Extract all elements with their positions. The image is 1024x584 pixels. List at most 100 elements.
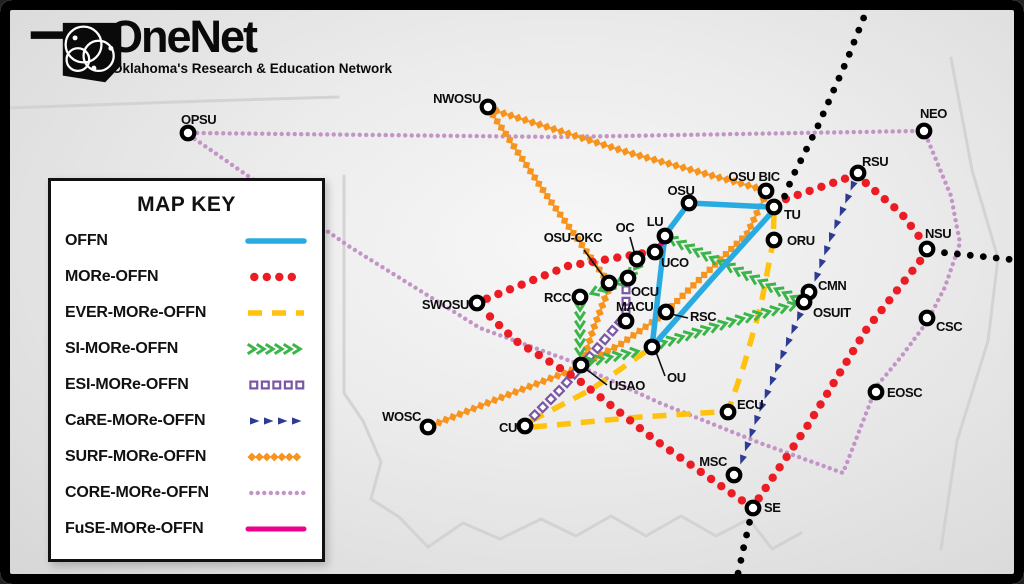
key-row-offn: OFFN xyxy=(51,223,322,259)
site-node-lu xyxy=(656,227,674,245)
site-label-tu: TU xyxy=(784,207,801,222)
site-node-csc xyxy=(918,309,936,327)
key-row-surf: SURF-MORe-OFFN xyxy=(51,439,322,475)
site-label-swosu: SWOSU xyxy=(422,297,469,312)
site-label-osuit: OSUIT xyxy=(813,305,851,320)
site-node-osuokc xyxy=(600,274,618,292)
site-node-swosu xyxy=(468,294,486,312)
site-label-wosc: WOSC xyxy=(382,409,422,424)
site-label-ecu: ECU xyxy=(737,397,763,412)
key-label: FuSE-MORe-OFFN xyxy=(65,520,204,537)
key-label: EVER-MORe-OFFN xyxy=(65,304,207,321)
site-node-opsu xyxy=(179,124,197,142)
key-label: ESI-MORe-OFFN xyxy=(65,376,189,393)
site-label-eosc: EOSC xyxy=(887,385,923,400)
site-label-ocu: OCU xyxy=(631,284,659,299)
onenet-logo: OneNet Oklahoma's Research & Education N… xyxy=(28,11,393,86)
edge-care xyxy=(740,298,810,465)
key-row-si: SI-MORe-OFFN xyxy=(51,331,322,367)
site-label-oru: ORU xyxy=(787,233,815,248)
edge-more xyxy=(485,312,747,505)
edge-si xyxy=(573,301,587,358)
key-sample-core xyxy=(249,490,306,496)
key-sample-surf xyxy=(247,452,302,462)
logo-text: OneNet Oklahoma's Research & Education N… xyxy=(108,11,393,76)
edge-surf xyxy=(489,111,608,280)
logo-title: OneNet xyxy=(108,11,258,62)
key-sample-ever xyxy=(248,310,304,316)
edge-external xyxy=(941,249,1013,263)
edge-offn xyxy=(649,208,776,350)
site-label-csc: CSC xyxy=(936,319,963,334)
state-outline xyxy=(6,56,1000,551)
key-row-esi: ESI-MORe-OFFN xyxy=(51,367,322,403)
key-sample-care xyxy=(250,417,302,425)
edge-si xyxy=(585,346,641,368)
site-label-rcc: RCC xyxy=(544,290,572,305)
site-node-neo xyxy=(915,122,933,140)
edge-external xyxy=(781,14,867,200)
site-node-nsu xyxy=(918,240,936,258)
site-label-nwosu: NWOSU xyxy=(433,91,481,106)
edge-core xyxy=(195,128,915,140)
site-node-rcc xyxy=(571,288,589,306)
map-key-title: MAP KEY xyxy=(137,193,236,216)
site-label-ou: OU xyxy=(667,370,686,385)
key-line-esi xyxy=(249,380,305,390)
site-label-se: SE xyxy=(764,500,781,515)
site-nodes xyxy=(179,98,936,517)
key-line-si xyxy=(246,342,303,356)
label-pointers xyxy=(583,236,689,386)
key-label: CaRE-MORe-OFFN xyxy=(65,412,206,429)
edge-si xyxy=(667,235,801,306)
oklahoma-state-icon xyxy=(30,22,122,83)
key-sample-offn xyxy=(245,238,307,244)
site-label-rsu: RSU xyxy=(862,154,888,169)
key-sample-esi xyxy=(249,380,305,390)
site-node-rsc xyxy=(657,303,675,321)
site-node-osubic xyxy=(757,182,775,200)
logo-subtitle: Oklahoma's Research & Education Network xyxy=(112,60,393,76)
edge-more xyxy=(861,178,923,240)
key-line-surf xyxy=(247,452,302,462)
site-node-ecu xyxy=(719,403,737,421)
key-label: CORE-MORe-OFFN xyxy=(65,484,209,501)
key-sample-more xyxy=(250,272,296,282)
key-label: OFFN xyxy=(65,232,108,249)
key-row-fuse: FuSE-MORe-OFFN xyxy=(51,511,322,547)
key-row-ever: EVER-MORe-OFFN xyxy=(51,295,322,331)
edge-si xyxy=(656,300,799,350)
key-line-care xyxy=(250,417,302,425)
site-label-cu: CU xyxy=(499,420,517,435)
site-node-msc xyxy=(725,466,743,484)
site-node-osuit xyxy=(795,293,813,311)
key-line-core xyxy=(249,490,306,496)
site-node-nwosu xyxy=(479,98,497,116)
site-node-usao xyxy=(572,356,590,374)
key-line-more xyxy=(250,272,296,282)
site-node-eosc xyxy=(867,383,885,401)
edge-offn xyxy=(686,200,774,210)
edge-surf xyxy=(434,366,576,427)
site-label-uco: UCO xyxy=(661,255,689,270)
site-node-osu xyxy=(680,194,698,212)
site-node-se xyxy=(744,499,762,517)
site-label-nsu: NSU xyxy=(925,226,951,241)
site-node-ou xyxy=(643,338,661,356)
key-row-core: CORE-MORe-OFFN xyxy=(51,475,322,511)
edge-care xyxy=(814,180,858,282)
site-node-macu xyxy=(617,312,635,330)
site-label-neo: NEO xyxy=(920,106,947,121)
site-node-oc xyxy=(628,250,646,268)
site-label-cmn: CMN xyxy=(818,278,846,293)
key-sample-si xyxy=(246,342,303,356)
edge-external xyxy=(734,518,753,577)
edge-surf xyxy=(492,106,760,192)
site-node-tu xyxy=(765,198,783,216)
site-label-osubic: OSU BIC xyxy=(728,169,780,184)
